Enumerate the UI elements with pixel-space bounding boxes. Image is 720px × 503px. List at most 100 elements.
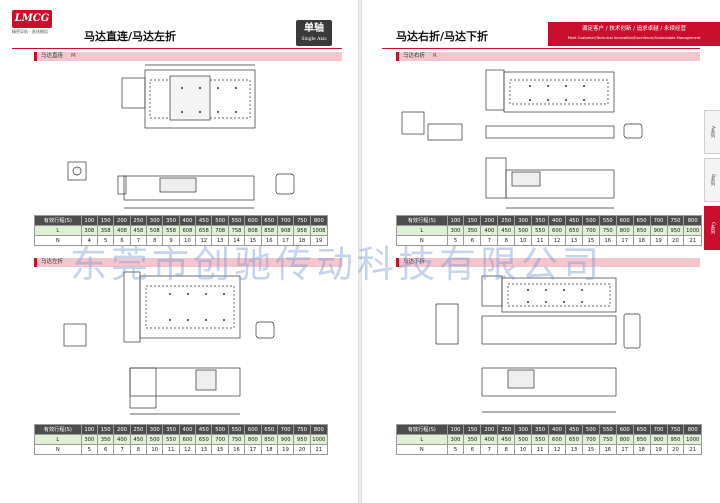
side-view-body: [481, 367, 617, 397]
end-view: [67, 161, 87, 181]
table-cell: 10: [146, 444, 164, 455]
tab-a-series[interactable]: A系列: [704, 110, 720, 154]
table-cell: 300: [80, 434, 98, 445]
table-header-label: 有效行程(S): [34, 215, 82, 226]
section-title: 马达直连: [41, 53, 64, 59]
technical-drawing: [435, 275, 641, 413]
section-header-down-fold: 马达下折: [396, 258, 700, 267]
end-view: [435, 303, 459, 345]
page-spine: [358, 0, 362, 503]
table-cell: 850: [632, 434, 651, 445]
table-cell: 10: [178, 235, 197, 246]
top-view-body: [139, 275, 241, 339]
table-cell: 7: [480, 444, 499, 455]
table-cell: 700: [276, 215, 295, 226]
table-row-label: L: [396, 434, 448, 445]
table-cell: 16: [598, 444, 617, 455]
table-cell: 200: [113, 215, 131, 226]
table-header-label: 有效行程(S): [396, 424, 448, 435]
table-cell: 300: [446, 434, 465, 445]
table-cell: 650: [632, 215, 651, 226]
table-cell: 350: [463, 225, 482, 236]
slogan-en: Meet Customer/Technical Innovation/Excel…: [567, 36, 701, 40]
table-cell: 450: [564, 424, 583, 435]
table-cell: 350: [162, 215, 180, 226]
table-cell: 8: [497, 444, 516, 455]
table-cell: 19: [649, 235, 668, 246]
table-cell: 5: [80, 444, 98, 455]
drawing-motor-left-fold: [0, 268, 358, 418]
table-row-label: N: [34, 235, 82, 246]
table-cell: 12: [178, 444, 197, 455]
table-cell: 900: [649, 225, 668, 236]
table-cell: 8: [146, 235, 164, 246]
slogan-cn: 满足客户 / 技术创新 / 追求卓越 / 永续经营: [581, 26, 687, 32]
section-header-left-fold: 马达左折: [34, 258, 342, 267]
side-view-body: [123, 175, 255, 201]
side-view-body: [129, 367, 241, 397]
table-cell: 21: [683, 235, 702, 246]
table-cell: 800: [244, 434, 262, 445]
table-cell: 250: [497, 424, 516, 435]
table-cell: 200: [480, 424, 499, 435]
table-cell: 21: [309, 444, 329, 455]
table-cell: 450: [129, 434, 148, 445]
table-cell: 1008: [309, 225, 329, 236]
table-cell: 17: [244, 444, 262, 455]
table-cell: 608: [178, 225, 197, 236]
table-cell: 6: [96, 444, 115, 455]
table-cell: 150: [96, 215, 115, 226]
drawing-motor-right-fold: [362, 62, 720, 214]
table-cell: 16: [227, 444, 246, 455]
table-cell: 800: [683, 215, 702, 226]
single-axis-badge: 单轴 Single Axis: [296, 20, 332, 46]
table-cell: 18: [632, 235, 651, 246]
table-cell: 800: [615, 225, 634, 236]
table-cell: 500: [581, 424, 600, 435]
table-cell: 800: [683, 424, 702, 435]
section-title: 马达下折: [403, 259, 426, 265]
table-cell: 6: [463, 235, 482, 246]
table-cell: 450: [195, 215, 213, 226]
table-cell: 100: [446, 215, 465, 226]
table-cell: 7: [480, 235, 499, 246]
right-page: 马达右折/马达下折 满足客户 / 技术创新 / 追求卓越 / 永续经营 Meet…: [362, 0, 720, 503]
table-cell: 15: [581, 235, 600, 246]
table-cell: 750: [227, 434, 246, 445]
table-cell: 13: [564, 444, 583, 455]
table-cell: 400: [178, 215, 197, 226]
company-logo: LMCG: [12, 10, 52, 28]
end-view: [63, 323, 87, 347]
section-code: M: [71, 53, 76, 59]
table-cell: 750: [293, 424, 311, 435]
table-cell: 750: [293, 215, 311, 226]
table-cell: 15: [581, 444, 600, 455]
table-cell: 600: [178, 434, 197, 445]
table-cell: 558: [162, 225, 180, 236]
top-view-body: [501, 277, 617, 313]
table-cell: 800: [615, 434, 634, 445]
table-cell: 13: [564, 235, 583, 246]
tab-b-series[interactable]: B系列: [704, 158, 720, 202]
table-cell: 450: [564, 215, 583, 226]
table-cell: 1000: [309, 434, 329, 445]
left-page: LMCG 精密导轨 · 直线模组 马达直连/马达左折 单轴 Single Axi…: [0, 0, 358, 503]
table-cell: 650: [260, 424, 278, 435]
table-cell: 500: [514, 225, 533, 236]
table-cell: 700: [649, 215, 668, 226]
table-cell: 15: [244, 235, 262, 246]
table-cell: 400: [178, 424, 197, 435]
tab-c-series[interactable]: C系列: [704, 206, 720, 250]
table-cell: 550: [227, 424, 246, 435]
table-cell: 600: [244, 424, 262, 435]
table-cell: 19: [276, 444, 295, 455]
table-cell: 8: [497, 235, 516, 246]
table-cell: 5: [446, 444, 465, 455]
table-cell: 12: [548, 444, 566, 455]
table-cell: 708: [211, 225, 229, 236]
